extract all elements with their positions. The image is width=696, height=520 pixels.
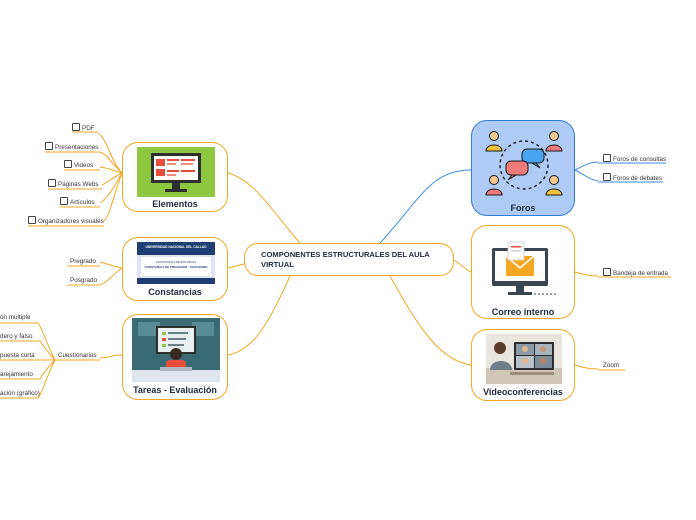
certificate-line-2: CONSTANCIA DE PREGRADO - POSGRADO (144, 265, 208, 269)
central-topic-label: COMPONENTES ESTRUCTURALES DEL AULA VIRTU… (261, 250, 430, 269)
forum-people-icon (482, 125, 566, 201)
node-videoconferencias[interactable]: Videoconferencias (471, 329, 575, 401)
leaf-verdadero-falso[interactable]: dero y falso (0, 333, 33, 340)
node-elementos[interactable]: Elementos (122, 142, 228, 212)
checkbox-icon[interactable] (48, 179, 56, 187)
leaf-pregrado[interactable]: Pregrado (70, 258, 96, 265)
node-tareas[interactable]: Tareas - Evaluación (122, 314, 228, 400)
leaf-articulos[interactable]: Artículos (60, 197, 95, 207)
leaf-videos[interactable]: Videos (64, 160, 93, 170)
node-videoconferencias-title: Videoconferencias (483, 387, 563, 397)
node-constancias-title: Constancias (148, 287, 202, 297)
leaf-ubicacion-grafico[interactable]: ación (gráfico) (0, 390, 40, 397)
leaf-bandeja-entrada[interactable]: Bandeja de entrada (603, 268, 668, 278)
node-correo[interactable]: Correo interno (471, 225, 575, 319)
leaf-pdf[interactable]: PDF (72, 123, 95, 133)
exam-illustration (132, 318, 220, 382)
checkbox-icon[interactable] (60, 197, 68, 205)
leaf-organizadores-visuales[interactable]: Organizadores visuales (28, 216, 104, 226)
checkbox-icon[interactable] (603, 154, 611, 162)
mail-monitor-illustration (486, 234, 562, 300)
leaf-foros-consultas[interactable]: Foros de consultas (603, 154, 666, 164)
link-tareas (227, 275, 291, 356)
leaf-presentaciones[interactable]: Presentaciones (45, 142, 98, 152)
link-correo (453, 259, 472, 273)
leaf-respuesta-corta[interactable]: puesta corta (0, 352, 35, 359)
checkbox-icon[interactable] (72, 123, 80, 131)
monitor-illustration (137, 147, 215, 197)
node-tareas-title: Tareas - Evaluación (133, 385, 217, 395)
leaf-zoom[interactable]: Zoom (603, 362, 620, 369)
checkbox-icon[interactable] (603, 173, 611, 181)
leaf-opcion-multiple[interactable]: ón múltiple (0, 314, 31, 321)
node-correo-title: Correo interno (491, 307, 555, 317)
checkbox-icon[interactable] (45, 142, 53, 150)
certificate-line-1: CONSTANCIA DE ESTUDIOS (155, 260, 197, 264)
node-foros-title: Foros (510, 203, 536, 213)
checkbox-icon[interactable] (28, 216, 36, 224)
leaf-foros-debates[interactable]: Foros de debates (603, 173, 662, 183)
video-call-illustration (486, 334, 562, 384)
checkbox-icon[interactable] (64, 160, 72, 168)
certificate-illustration: UNIVERSIDAD NACIONAL DEL CALLAO CONSTANC… (137, 242, 215, 284)
leaf-emparejamiento[interactable]: arejamiento (0, 371, 33, 378)
leaf-posgrado[interactable]: Posgrado (70, 277, 97, 284)
node-elementos-title: Elementos (152, 199, 198, 209)
link-foros (379, 169, 472, 244)
central-topic[interactable]: COMPONENTES ESTRUCTURALES DEL AULA VIRTU… (244, 243, 454, 276)
node-constancias[interactable]: UNIVERSIDAD NACIONAL DEL CALLAO CONSTANC… (122, 237, 228, 301)
leaf-paginas-webs[interactable]: Páginas Webs (48, 179, 99, 189)
link-video (389, 275, 472, 366)
leaf-cuestionarios[interactable]: Cuestionarios (58, 352, 97, 359)
node-foros[interactable]: Foros (471, 120, 575, 216)
certificate-header: UNIVERSIDAD NACIONAL DEL CALLAO (145, 245, 207, 249)
checkbox-icon[interactable] (603, 268, 611, 276)
link-elementos (227, 172, 301, 244)
